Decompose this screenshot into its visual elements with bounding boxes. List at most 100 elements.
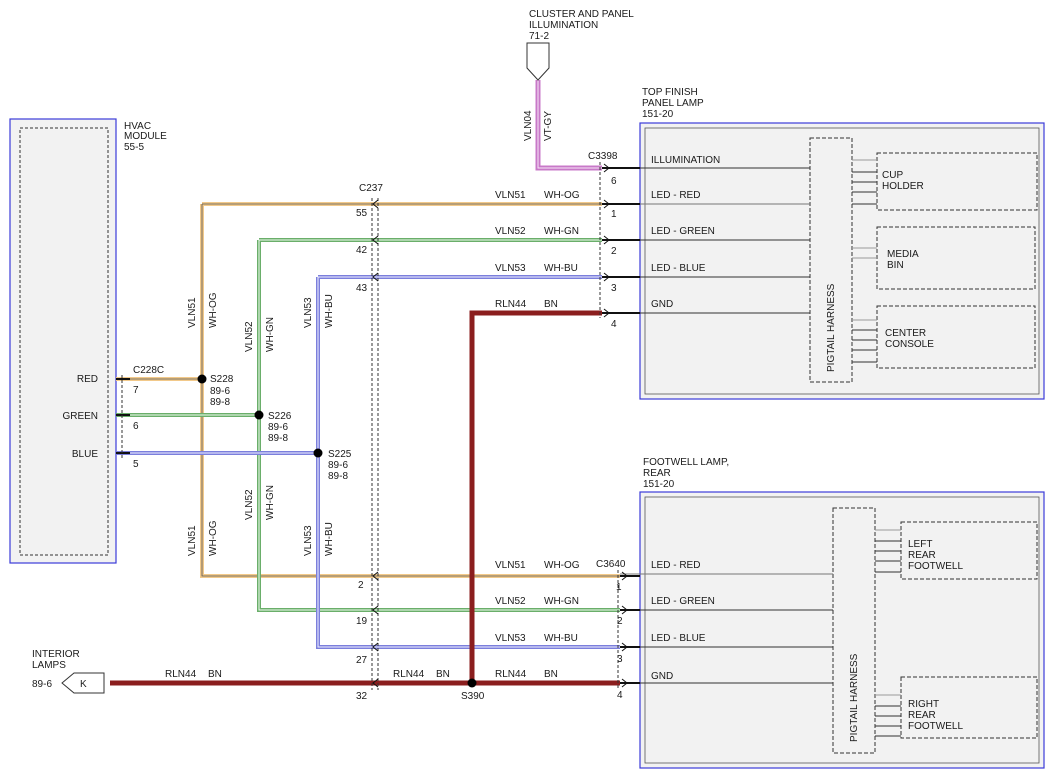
top-harness-fanout xyxy=(852,159,877,363)
wire-label: WH-GN xyxy=(544,226,579,237)
interior-lamps-connector-symbol xyxy=(61,672,105,694)
top-lamp-title-3: 151-20 xyxy=(642,109,674,120)
hvac-title-1: HVAC xyxy=(124,121,151,132)
foot-harness-fanout xyxy=(875,529,901,737)
vln04-circuit: VLN04 xyxy=(523,110,534,141)
wire-label: BN xyxy=(544,669,558,680)
wire-label: BN xyxy=(436,669,450,680)
pin: 6 xyxy=(133,421,139,432)
s226-splice xyxy=(254,410,264,420)
s390-splice xyxy=(467,678,477,688)
pin: 6 xyxy=(611,176,617,187)
foot-pigtail-harness xyxy=(832,507,876,754)
c237-label: C237 xyxy=(359,183,383,194)
s225-label: S225 xyxy=(328,449,352,460)
foot-lamp-title-2: REAR xyxy=(643,468,671,479)
hvac-pin-green: GREEN xyxy=(62,411,98,422)
cup-holder-1: CUP xyxy=(882,170,903,181)
pin: 2 xyxy=(617,616,623,627)
foot-led-red: LED - RED xyxy=(651,560,700,571)
interior-title-1: INTERIOR xyxy=(32,649,80,660)
foot-pigtail-label: PIGTAIL HARNESS xyxy=(849,653,860,742)
left-footwell-2: REAR xyxy=(908,550,936,561)
wire-label: RLN44 xyxy=(393,669,425,680)
s225-ref1: 89-6 xyxy=(328,460,348,471)
wire-label-vertical: VLN51 xyxy=(187,525,198,556)
c237-connector xyxy=(371,198,379,690)
pin: 4 xyxy=(617,690,623,701)
s390-label: S390 xyxy=(461,691,485,702)
pin: 43 xyxy=(356,283,368,294)
foot-gnd: GND xyxy=(651,671,673,682)
connector-arrows xyxy=(372,163,628,688)
s226-label: S226 xyxy=(268,411,292,422)
s225-ref2: 89-8 xyxy=(328,471,348,482)
foot-led-green: LED - GREEN xyxy=(651,596,715,607)
foot-lamp-title-1: FOOTWELL LAMP, xyxy=(643,457,729,468)
top-pigtail-harness xyxy=(809,137,853,383)
right-rear-footwell-box xyxy=(900,676,1038,739)
foot-led-blue: LED - BLUE xyxy=(651,633,706,644)
pin: 27 xyxy=(356,655,368,666)
pin: 42 xyxy=(356,245,368,256)
right-footwell-3: FOOTWELL xyxy=(908,721,963,732)
s228-ref1: 89-6 xyxy=(210,386,230,397)
wire-label: BN xyxy=(208,669,222,680)
wire-label-vertical: WH-OG xyxy=(208,292,219,328)
wire-label: VLN53 xyxy=(495,263,526,274)
foot-lamp-title-3: 151-20 xyxy=(643,479,675,490)
s228-ref2: 89-8 xyxy=(210,397,230,408)
pin: 3 xyxy=(617,654,623,665)
wire-rln44 xyxy=(110,310,620,686)
top-lamp-internal-leads xyxy=(620,167,810,314)
pin: 5 xyxy=(133,459,139,470)
hvac-title-3: 55-5 xyxy=(124,142,144,153)
c3640-label: C3640 xyxy=(596,559,626,570)
pin-stubs xyxy=(602,167,640,684)
vln04-color: VT-GY xyxy=(543,111,554,141)
interior-ref: 89-6 xyxy=(32,679,52,690)
wire-label: RLN44 xyxy=(495,669,527,680)
hvac-pin-red: RED xyxy=(77,374,98,385)
wire-label-vertical: VLN52 xyxy=(244,321,255,352)
wire-label-vertical: VLN53 xyxy=(303,297,314,328)
wire-label: VLN51 xyxy=(495,190,526,201)
pin: 1 xyxy=(616,582,622,593)
footwell-lamp-rear xyxy=(639,491,1045,769)
right-footwell-1: RIGHT xyxy=(908,699,939,710)
wire-label: VLN51 xyxy=(495,560,526,571)
media-bin-2: BIN xyxy=(887,260,904,271)
pin: 32 xyxy=(356,691,368,702)
center-console-2: CONSOLE xyxy=(885,339,934,350)
top-led-green: LED - GREEN xyxy=(651,226,715,237)
center-console-box xyxy=(876,305,1036,369)
wire-label-vertical: VLN51 xyxy=(187,297,198,328)
wire-label: WH-BU xyxy=(544,263,578,274)
hvac-title-2: MODULE xyxy=(124,131,167,142)
wire-label-vertical: WH-BU xyxy=(324,294,335,328)
c228c-label: C228C xyxy=(133,365,164,376)
pin: 2 xyxy=(611,246,617,257)
wire-label: VLN52 xyxy=(495,596,526,607)
top-led-red: LED - RED xyxy=(651,190,700,201)
top-finish-panel-lamp xyxy=(639,122,1045,400)
pin: 1 xyxy=(611,209,617,220)
cup-holder-2: HOLDER xyxy=(882,181,924,192)
wire-label: VLN52 xyxy=(495,226,526,237)
wire-vln51 xyxy=(116,202,620,578)
interior-lamps-pin: K xyxy=(80,679,87,690)
pin: 7 xyxy=(133,385,139,396)
pin: 2 xyxy=(358,580,364,591)
s226-ref2: 89-8 xyxy=(268,433,288,444)
wire-label: WH-GN xyxy=(544,596,579,607)
wire-label: VLN53 xyxy=(495,633,526,644)
center-console-1: CENTER xyxy=(885,328,926,339)
pin: 19 xyxy=(356,616,368,627)
wire-label: RLN44 xyxy=(165,669,197,680)
top-led-blue: LED - BLUE xyxy=(651,263,706,274)
top-lamp-title-1: TOP FINISH xyxy=(642,87,698,98)
left-footwell-1: LEFT xyxy=(908,539,932,550)
foot-lamp-internal-leads xyxy=(620,573,833,684)
c3398-label: C3398 xyxy=(588,151,618,162)
cluster-connector-symbol xyxy=(526,42,550,81)
